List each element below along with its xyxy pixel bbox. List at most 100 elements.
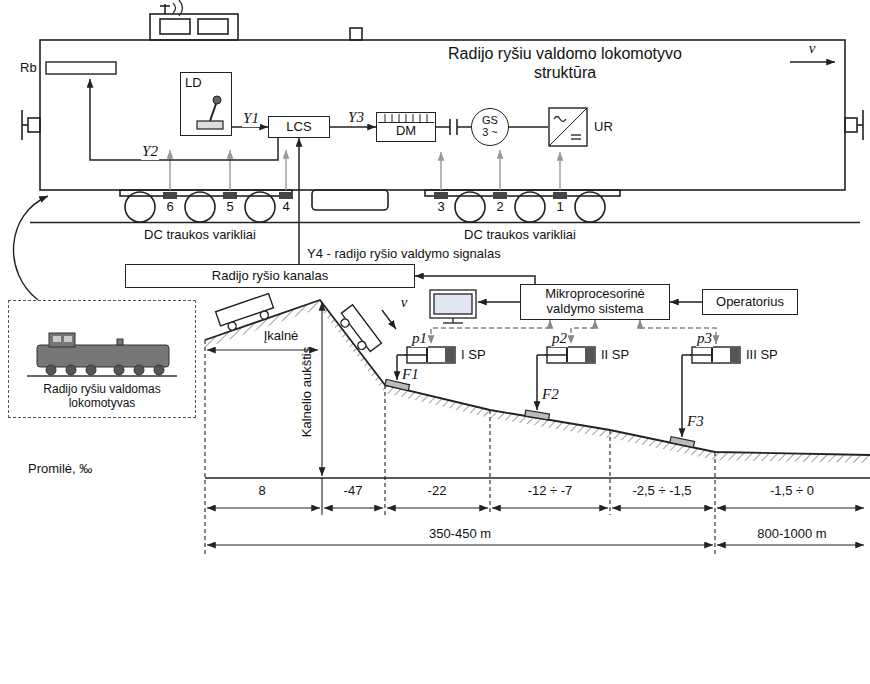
wagon — [339, 317, 350, 328]
gradient-value: -2,5 ÷ -1,5 — [632, 484, 691, 499]
callout-number: 1 — [556, 200, 563, 215]
symbol — [427, 114, 428, 122]
control-box: LCS — [268, 116, 330, 138]
axis-label: Promilė, ‰ — [28, 462, 92, 477]
coupling-symbol — [456, 119, 458, 135]
diagram-title: Radijo ryšiu valdomo lokomotyvo struktūr… — [430, 44, 700, 82]
node-text: DM — [396, 124, 416, 139]
locomotive-body — [350, 28, 362, 40]
symbol — [378, 122, 434, 123]
motor-signal-arrow — [229, 150, 230, 190]
traction-motor — [163, 192, 567, 199]
wagon — [336, 305, 382, 356]
force-arrow — [682, 354, 691, 356]
symbol — [545, 344, 597, 366]
locomotive-body — [185, 192, 215, 222]
symbol — [413, 114, 414, 122]
dimension-line — [207, 507, 320, 508]
force-label: F1 — [402, 366, 419, 383]
retarder-cylinder: II SP — [545, 344, 635, 366]
operator-box: Operatorius — [702, 289, 798, 315]
pressure-signal-line — [431, 320, 550, 344]
node-text: II SP — [601, 348, 629, 363]
symbol — [549, 108, 587, 146]
force-label: F2 — [542, 386, 559, 403]
traction-motor — [223, 192, 237, 199]
node-text: I SP — [461, 348, 486, 363]
locomotive-icon — [117, 339, 123, 345]
hump-profile — [205, 300, 870, 455]
wagon — [227, 321, 237, 331]
symbol — [405, 344, 457, 366]
dimension-line — [321, 302, 322, 476]
symbol — [406, 114, 407, 122]
symbol — [571, 134, 581, 135]
symbol — [548, 107, 588, 147]
monitor-icon — [434, 294, 472, 314]
symbol — [45, 61, 117, 75]
motor-signal-arrow — [440, 152, 441, 190]
locomotive-icon — [64, 336, 72, 342]
callout-number: 2 — [496, 200, 503, 215]
symbol — [690, 344, 742, 366]
monitor-icon — [430, 290, 520, 323]
signal-line — [670, 301, 702, 303]
dimension-line — [489, 410, 490, 515]
locomotive-icon — [53, 336, 61, 342]
wagon — [216, 294, 382, 356]
dimension-label: 800-1000 m — [757, 527, 826, 542]
traction-motor — [163, 192, 177, 199]
locomotive-body — [160, 5, 170, 7]
symbol — [549, 108, 587, 146]
symbol — [690, 354, 712, 356]
dimension-line — [324, 507, 383, 508]
dimension-line — [717, 544, 864, 545]
locomotive-icon — [114, 365, 124, 375]
radio-waves — [179, 0, 183, 16]
dimension-line — [204, 340, 205, 556]
locomotive-body — [245, 192, 275, 222]
part-label: DC traukos varikliai — [144, 228, 256, 243]
locomotive-body — [198, 19, 228, 34]
node-text: UR — [594, 120, 613, 135]
wagon — [341, 305, 381, 352]
monitor-icon — [443, 322, 463, 323]
callout-number: 5 — [226, 200, 233, 215]
rectifier-box: UR — [548, 107, 628, 147]
velocity-arrow — [382, 62, 835, 329]
signal-name: Y3 — [347, 109, 365, 126]
retarder-cylinder: III SP — [690, 344, 780, 366]
dimension-line — [321, 478, 322, 515]
resistor-box: Rb — [20, 57, 130, 79]
locomotive-icon — [154, 365, 164, 375]
symbol — [46, 62, 116, 74]
callout-number: 3 — [437, 200, 444, 215]
locomotive-icon — [46, 365, 56, 375]
velocity-label: v — [401, 294, 408, 311]
dimension-label: Įkalnė — [264, 329, 299, 344]
locomotive-icon — [86, 365, 96, 375]
symbol — [405, 354, 427, 356]
motor-signal-arrow — [559, 152, 560, 190]
retarder-shoe — [385, 379, 695, 447]
wagon — [216, 294, 276, 334]
locomotive-icon — [27, 327, 177, 377]
locomotive-body — [22, 4, 863, 223]
symbol — [554, 117, 566, 122]
symbol — [585, 348, 594, 362]
dimension-line — [387, 507, 488, 508]
node-text: Rb — [20, 61, 37, 76]
force-arrow — [397, 355, 691, 437]
generator-circle: GS 3 ~ — [471, 108, 509, 146]
node-text: LD — [185, 76, 202, 91]
dimension-line — [492, 507, 608, 508]
signal-line — [298, 138, 300, 264]
force-arrow — [536, 355, 538, 410]
locomotive-box: Radijo ryšiu valdomas lokomotyvas — [8, 300, 196, 418]
node-text: Mikroprocesorinė valdymo sistema — [527, 287, 663, 317]
dimension-line — [207, 544, 713, 545]
velocity-label: v — [809, 40, 816, 57]
traction-motor — [279, 192, 293, 199]
gradient-value: 8 — [258, 484, 265, 499]
